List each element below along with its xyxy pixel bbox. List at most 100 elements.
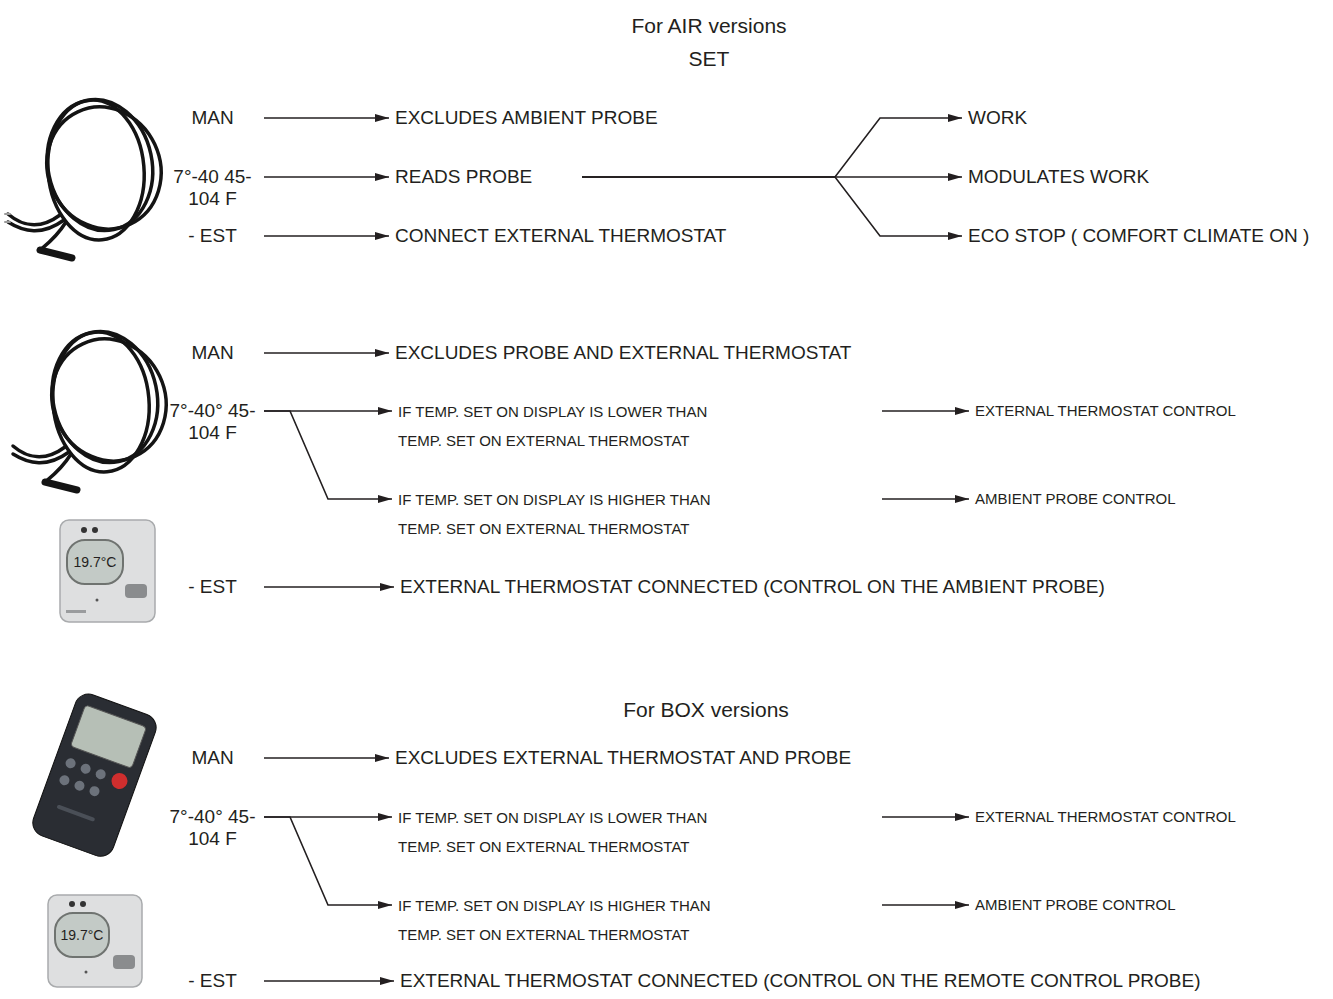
probe-cable-part bbox=[45, 482, 77, 490]
thermostat-icon-part bbox=[66, 610, 86, 613]
thermostat-icon-part bbox=[60, 520, 155, 622]
remote-control-part bbox=[56, 804, 95, 821]
remote-control-part bbox=[29, 690, 160, 860]
probe-cable-part bbox=[27, 88, 181, 248]
probe-cable-part bbox=[5, 213, 10, 215]
thermostat-icon-part bbox=[69, 901, 75, 907]
node-text: EXCLUDES PROBE AND EXTERNAL THERMOSTAT bbox=[395, 342, 851, 364]
mode-label: - EST bbox=[165, 225, 260, 247]
section-heading: For BOX versions bbox=[546, 697, 866, 722]
condition-text: IF TEMP. SET ON DISPLAY IS LOWER THAN TE… bbox=[398, 803, 878, 861]
arrow-connector bbox=[264, 757, 389, 759]
node-text: CONNECT EXTERNAL THERMOSTAT bbox=[395, 225, 726, 247]
node-text: AMBIENT PROBE CONTROL bbox=[975, 894, 1176, 916]
remote-control-part bbox=[94, 768, 107, 781]
probe-cable-part bbox=[13, 446, 65, 457]
display-reading: 19.7°C bbox=[0, 927, 242, 944]
remote-control-part bbox=[79, 762, 92, 775]
node-text: EXTERNAL THERMOSTAT CONTROL bbox=[975, 806, 1236, 828]
thermostat-icon-part bbox=[96, 599, 99, 602]
action-text: CONNECT EXTERNAL THERMOSTAT bbox=[395, 225, 726, 247]
arrow-connector bbox=[264, 176, 389, 178]
probe-cable-part bbox=[8, 214, 60, 225]
probe-cable bbox=[13, 320, 186, 490]
node-text: MAN bbox=[165, 342, 260, 364]
subheading: SET bbox=[549, 46, 869, 71]
remote-control-part bbox=[64, 757, 77, 770]
result-text: ECO STOP ( COMFORT CLIMATE ON ) bbox=[968, 225, 1309, 247]
probe-cable-part bbox=[45, 454, 71, 482]
mode-label: - EST bbox=[165, 576, 260, 598]
mode-label: MAN bbox=[165, 107, 260, 129]
probe-cable-part bbox=[40, 250, 72, 258]
node-text: - EST bbox=[165, 576, 260, 598]
action-text: EXCLUDES EXTERNAL THERMOSTAT AND PROBE bbox=[395, 747, 851, 769]
result-text: MODULATES WORK bbox=[968, 166, 1149, 188]
result-text: AMBIENT PROBE CONTROL bbox=[975, 488, 1176, 510]
mode-label: 7°-40° 45-104 F bbox=[165, 400, 260, 444]
arrow-connector bbox=[264, 235, 389, 237]
node-text: READS PROBE bbox=[395, 166, 578, 188]
arrow-connector bbox=[264, 586, 394, 588]
remote-control-part bbox=[73, 779, 86, 792]
result-text: EXTERNAL THERMOSTAT CONTROL bbox=[975, 806, 1236, 828]
node-text: IF TEMP. SET ON DISPLAY IS LOWER THAN TE… bbox=[398, 803, 738, 861]
result-text: AMBIENT PROBE CONTROL bbox=[975, 894, 1176, 916]
condition-text: IF TEMP. SET ON DISPLAY IS HIGHER THAN T… bbox=[398, 485, 878, 543]
remote-control-part bbox=[88, 785, 101, 798]
thermostat-icon-part bbox=[125, 584, 147, 598]
node-text: AMBIENT PROBE CONTROL bbox=[975, 488, 1176, 510]
thermostat-icon bbox=[60, 520, 155, 622]
node-text: IF TEMP. SET ON DISPLAY IS HIGHER THAN T… bbox=[398, 485, 738, 543]
node-text: EXTERNAL THERMOSTAT CONTROL bbox=[975, 400, 1236, 422]
mode-label: 7°-40 45-104 F bbox=[165, 166, 260, 210]
node-text: ECO STOP ( COMFORT CLIMATE ON ) bbox=[968, 225, 1309, 247]
node-text: MAN bbox=[165, 107, 260, 129]
display-reading: 19.7°C bbox=[0, 554, 255, 571]
node-text: IF TEMP. SET ON DISPLAY IS HIGHER THAN T… bbox=[398, 891, 738, 949]
diagram-title: For AIR versions bbox=[549, 13, 869, 38]
arrow-connector bbox=[264, 352, 389, 354]
node-text: - EST bbox=[165, 970, 260, 992]
probe-cable-part bbox=[40, 222, 66, 250]
probe-cable-part bbox=[5, 221, 10, 223]
node-text: IF TEMP. SET ON DISPLAY IS LOWER THAN TE… bbox=[398, 397, 738, 455]
probe-cable bbox=[5, 88, 181, 258]
arrow-connector bbox=[264, 411, 392, 499]
thermostat-icon-part bbox=[80, 901, 86, 907]
thermostat-icon-part bbox=[85, 971, 88, 974]
node-text: MAN bbox=[165, 747, 260, 769]
mode-label: MAN bbox=[165, 342, 260, 364]
node-text: WORK bbox=[968, 107, 1027, 129]
action-text: READS PROBE bbox=[395, 166, 578, 188]
probe-cable-part bbox=[8, 220, 64, 231]
edge-group bbox=[264, 118, 969, 981]
node-text: EXTERNAL THERMOSTAT CONNECTED (CONTROL O… bbox=[400, 970, 1201, 992]
arrow-connector bbox=[264, 980, 394, 982]
action-text: EXCLUDES PROBE AND EXTERNAL THERMOSTAT bbox=[395, 342, 851, 364]
mode-label: - EST bbox=[165, 970, 260, 992]
thermostat-icon-part bbox=[81, 527, 87, 533]
mode-label: 7°-40° 45-104 F bbox=[165, 806, 260, 850]
mode-label: MAN bbox=[165, 747, 260, 769]
action-text: EXTERNAL THERMOSTAT CONNECTED (CONTROL O… bbox=[400, 970, 1201, 992]
arrow-connector bbox=[882, 410, 969, 412]
result-text: EXTERNAL THERMOSTAT CONTROL bbox=[975, 400, 1236, 422]
arrow-connector bbox=[882, 498, 969, 500]
thermostat-icon-part bbox=[92, 527, 98, 533]
node-text: 7°-40 45-104 F bbox=[165, 166, 260, 210]
condition-text: IF TEMP. SET ON DISPLAY IS HIGHER THAN T… bbox=[398, 891, 878, 949]
action-text: EXTERNAL THERMOSTAT CONNECTED (CONTROL O… bbox=[400, 576, 1105, 598]
arrow-connector bbox=[882, 816, 969, 818]
arrow-connector bbox=[882, 904, 969, 906]
node-text: MODULATES WORK bbox=[968, 166, 1149, 188]
node-text: 7°-40° 45-104 F bbox=[165, 806, 260, 850]
node-text: - EST bbox=[165, 225, 260, 247]
node-text: EXCLUDES EXTERNAL THERMOSTAT AND PROBE bbox=[395, 747, 851, 769]
remote-control-part bbox=[58, 774, 71, 787]
probe-cable-part bbox=[32, 320, 186, 480]
probe-cable-part bbox=[13, 452, 69, 463]
action-text: EXCLUDES AMBIENT PROBE bbox=[395, 107, 658, 129]
